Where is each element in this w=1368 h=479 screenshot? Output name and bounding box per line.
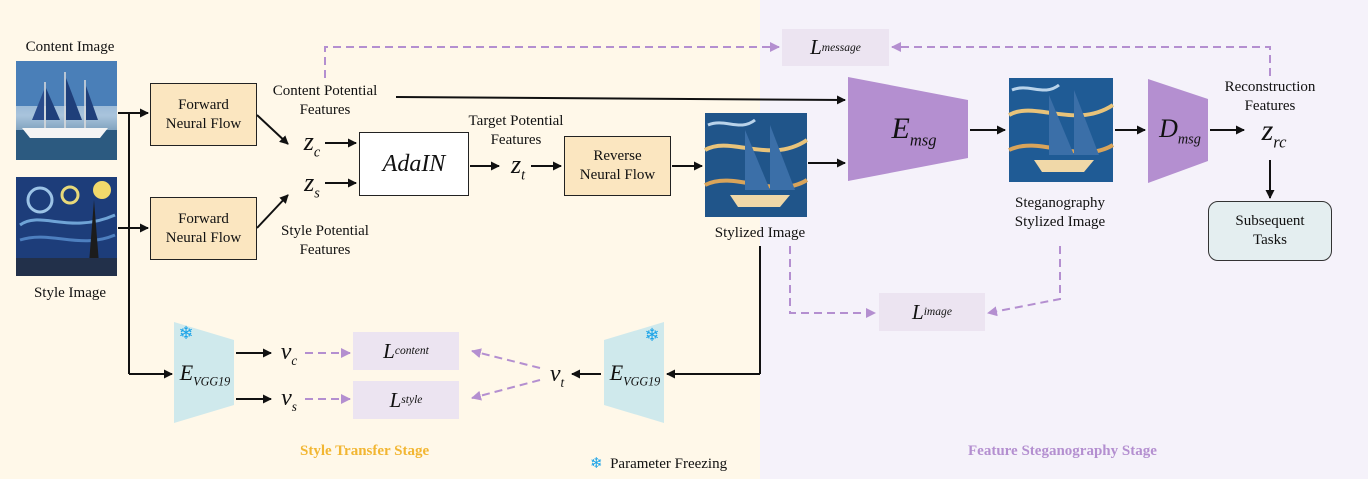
vgg-encoder-left [174,322,234,423]
stego-image-label: Steganography Stylized Image [1014,195,1106,230]
snowflake-icon: ❄ [644,325,660,345]
subsequent-tasks-box: Subsequent Tasks [1208,201,1332,261]
decoder-dmsg-drawn [1148,79,1208,183]
target-potential-features-label: Target Potential Features [468,113,564,148]
forward-neural-flow-top: Forward Neural Flow [150,83,257,146]
zrc-symbol: zrc [1261,114,1287,152]
content-image [16,61,117,160]
vc-symbol: vc [280,339,298,368]
content-potential-features-label: Content Potential Features [272,83,378,118]
dmsg-label: Dmsg [1159,114,1201,148]
reconstruction-features-label: Reconstruction Features [1224,79,1316,114]
feature-steganography-stage-title: Feature Steganography Stage [968,443,1157,459]
vgg-encoder-right [604,322,664,423]
stylized-image-picture [703,113,809,217]
emsg-label: Emsg [891,112,937,150]
evgg-right-label: EVGG19 [609,360,661,389]
stego-image-picture [1008,78,1115,182]
style-image-label: Style Image [33,285,107,301]
style-image [16,177,117,276]
adain-block: AdaIN [359,132,469,196]
zs-symbol: zs [304,168,320,202]
content-image-label: Content Image [25,39,115,55]
style-potential-features-label: Style Potential Features [281,223,369,258]
snowflake-icon: ❄ [590,456,603,472]
reverse-neural-flow: Reverse Neural Flow [564,136,671,196]
parameter-freezing-legend: ❄ Parameter Freezing [590,456,728,472]
vs-symbol: vs [281,385,297,414]
snowflake-icon: ❄ [178,323,194,343]
encoder-emsg-drawn [848,77,968,181]
stylized-image-label: Stylized Image [714,225,806,241]
forward-neural-flow-bottom: Forward Neural Flow [150,197,257,260]
vt-symbol: vt [549,361,565,390]
zt-symbol: zt [510,150,526,184]
style-transfer-stage-title: Style Transfer Stage [300,443,430,459]
zc-symbol: zc [303,127,321,161]
evgg-left-label: EVGG19 [179,360,231,389]
